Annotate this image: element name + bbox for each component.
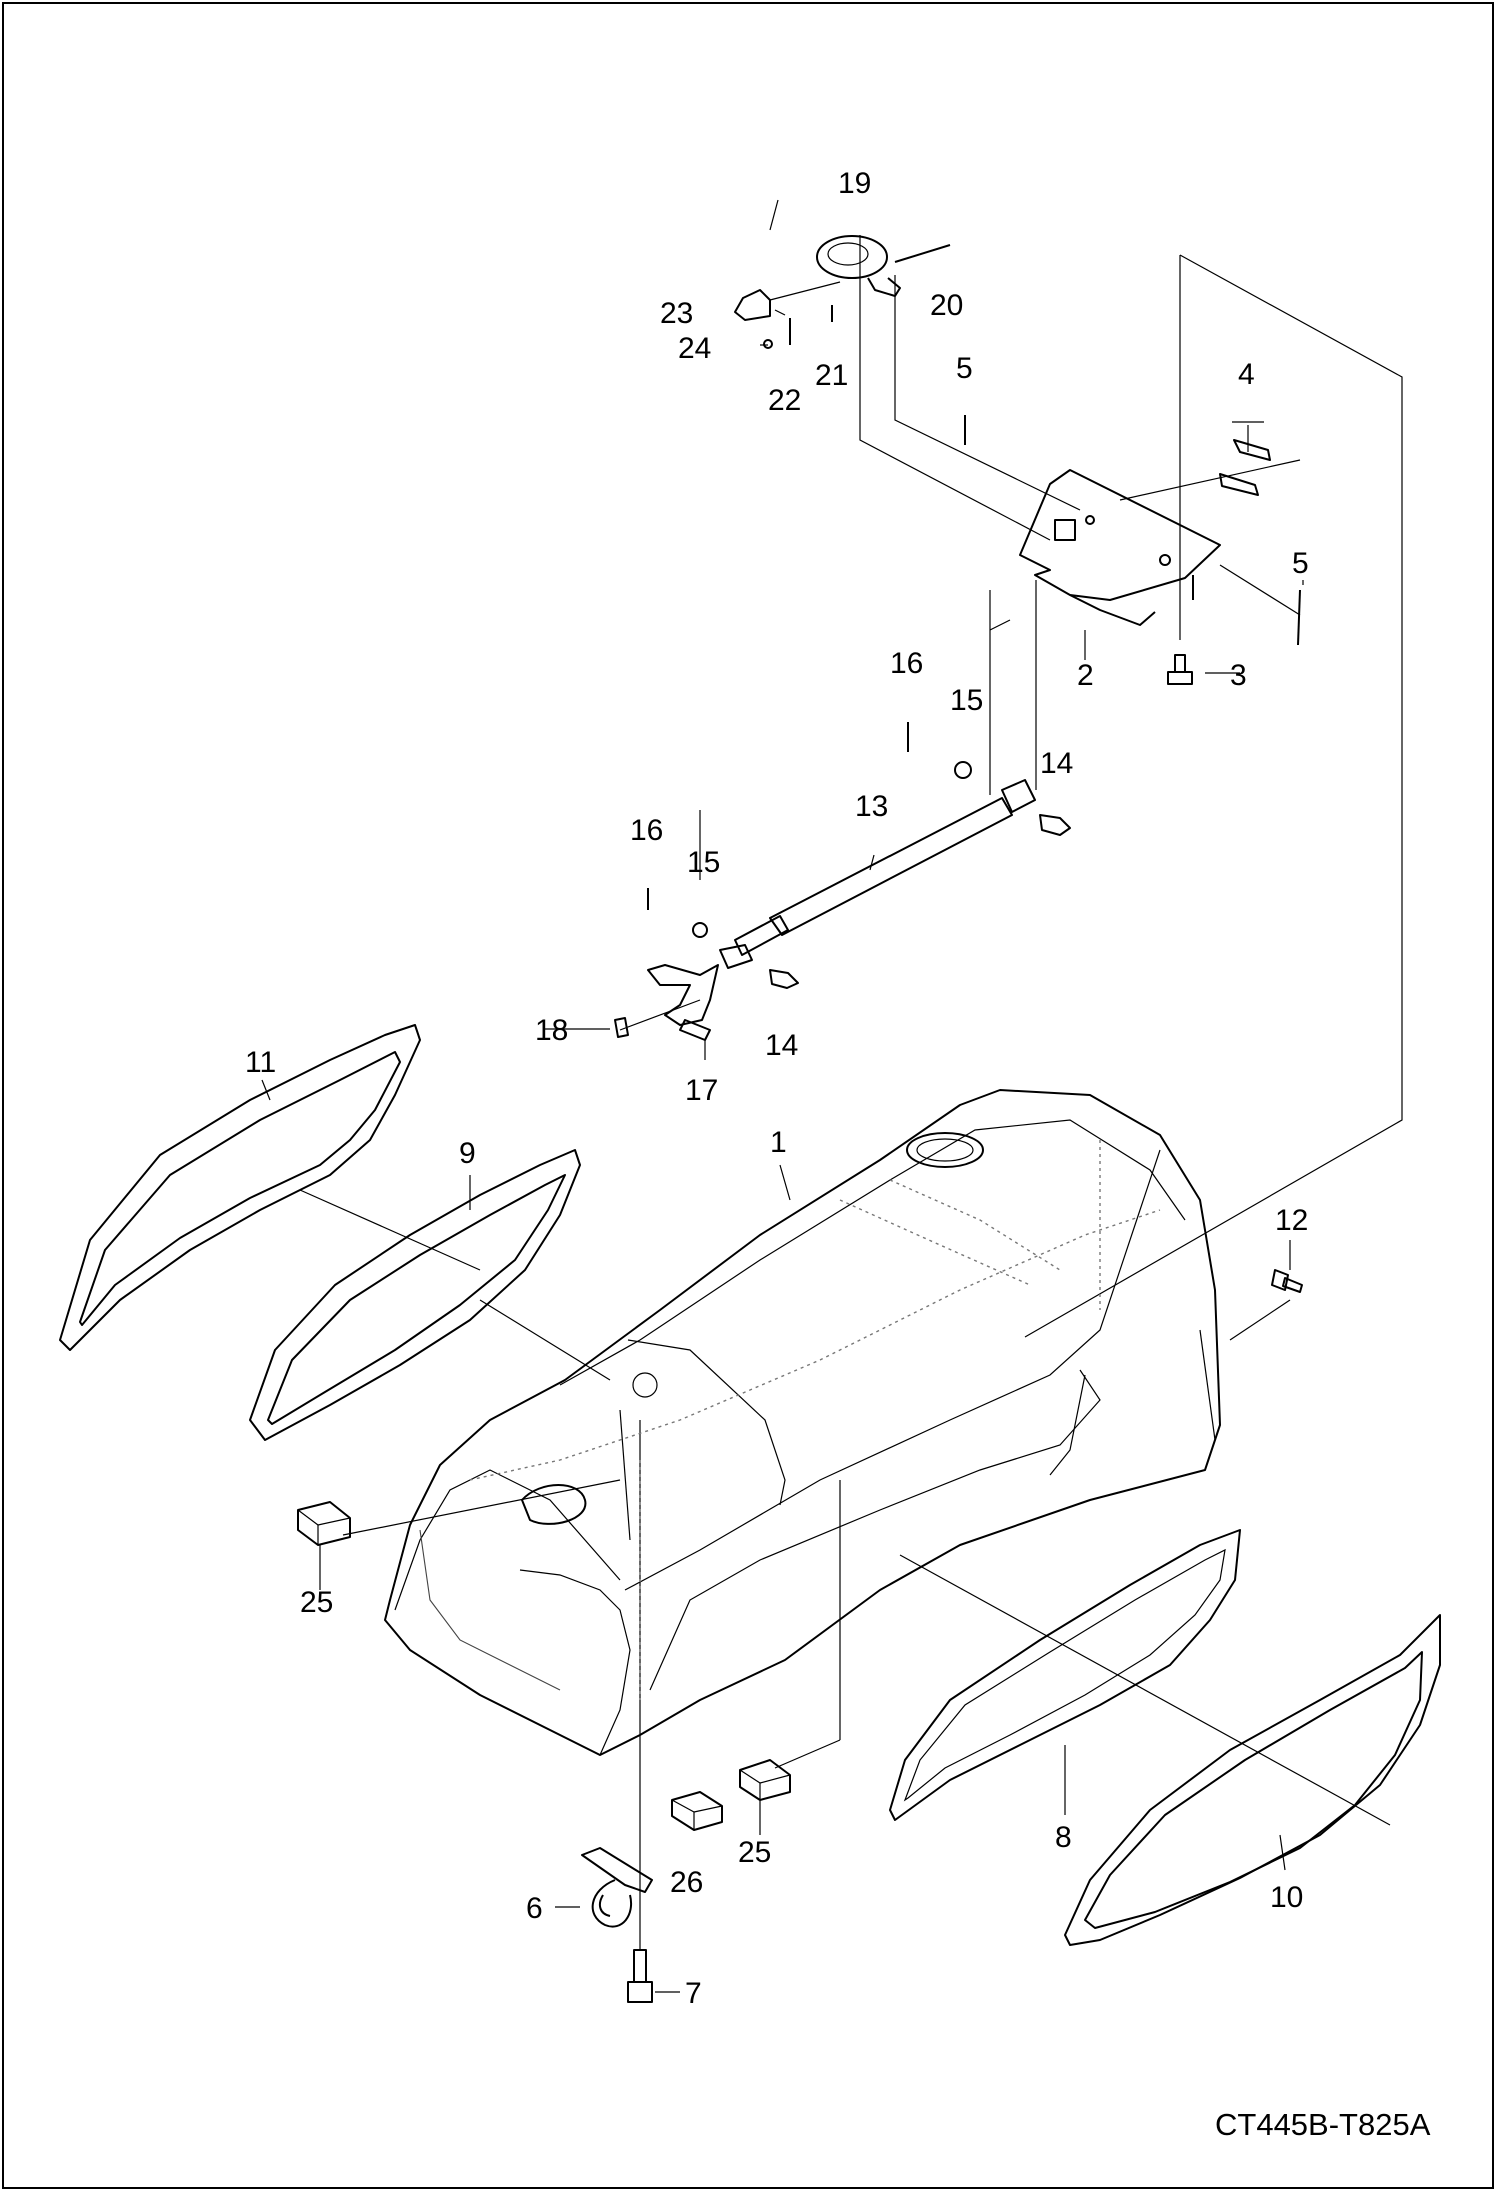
- callout-22: 22: [768, 384, 801, 417]
- callout-14-right: 14: [1040, 747, 1073, 780]
- callout-16-right: 16: [890, 647, 923, 680]
- gasket-part-10: [1064, 1614, 1441, 1946]
- bolt-part-3: [1167, 654, 1193, 685]
- drawing-code: CT445B-T825A: [1215, 2107, 1431, 2142]
- callout-16-left: 16: [630, 814, 663, 847]
- bolt-part-12: [1271, 1269, 1303, 1293]
- callout-21: 21: [815, 359, 848, 392]
- callout-2: 2: [1077, 659, 1094, 692]
- callout-24: 24: [678, 332, 711, 365]
- callout-23: 23: [660, 297, 693, 330]
- callout-7: 7: [685, 1977, 702, 2010]
- callout-25-left: 25: [300, 1586, 333, 1619]
- callout-26: 26: [670, 1866, 703, 1899]
- callout-11: 11: [245, 1046, 276, 1079]
- lower-bracket-part-17: [614, 964, 719, 1041]
- bonnet-hood-part-1: [384, 1089, 1221, 1756]
- block-parts-25-26: [297, 1501, 791, 1831]
- callout-4: 4: [1238, 358, 1255, 391]
- callout-18: 18: [535, 1014, 568, 1047]
- fuel-cap-part-19: [734, 235, 951, 349]
- callout-5-right: 5: [1292, 547, 1309, 580]
- callout-17: 17: [685, 1074, 718, 1107]
- callout-8: 8: [1055, 1821, 1072, 1854]
- callout-6: 6: [526, 1892, 543, 1925]
- callout-13: 13: [855, 790, 888, 823]
- callout-14-left: 14: [765, 1029, 798, 1062]
- gasket-part-8: [889, 1529, 1241, 1821]
- callout-10: 10: [1270, 1881, 1303, 1914]
- callout-1: 1: [770, 1126, 787, 1159]
- gasket-part-11: [59, 1024, 421, 1351]
- callout-leaders: [261, 199, 1304, 1993]
- callout-19: 19: [838, 167, 871, 200]
- callout-15-left: 15: [687, 846, 720, 879]
- bracket-plate-part-2: [964, 415, 1301, 646]
- callout-labels: 1 2 3 4 5 5 6 7 8 9 10 11 12 13 14 14 15…: [245, 167, 1309, 2010]
- latch-hook-part-6: [581, 1847, 653, 1928]
- callout-25-right: 25: [738, 1836, 771, 1869]
- gas-spring-part-13: [647, 722, 1071, 989]
- assembly-guide-lines: [299, 235, 1403, 1950]
- callout-3: 3: [1230, 659, 1247, 692]
- bolt-part-7: [627, 1949, 653, 2003]
- callout-9: 9: [459, 1137, 476, 1170]
- callout-12: 12: [1275, 1204, 1308, 1237]
- callout-15-right: 15: [950, 684, 983, 717]
- callout-20: 20: [930, 289, 963, 322]
- callout-5-top: 5: [956, 352, 973, 385]
- gasket-part-9: [249, 1149, 581, 1441]
